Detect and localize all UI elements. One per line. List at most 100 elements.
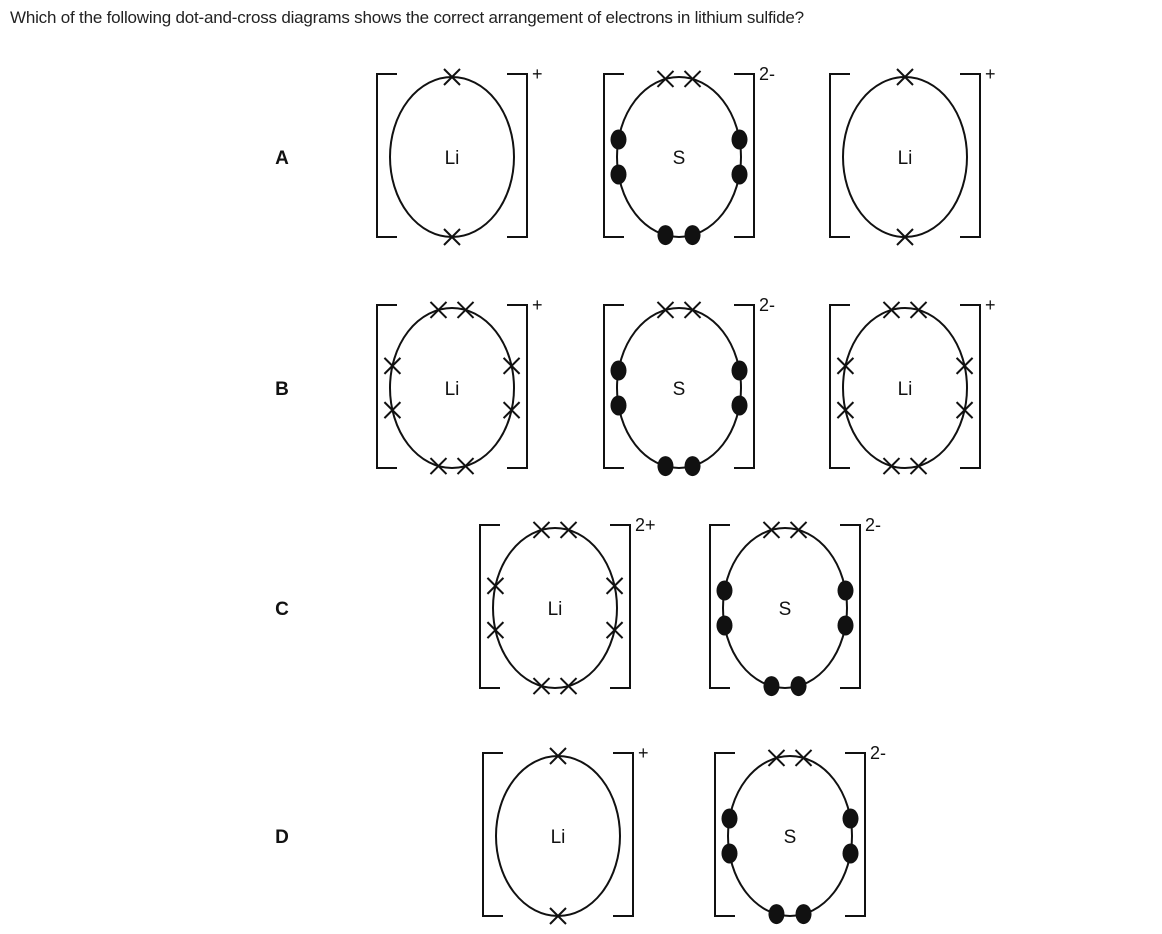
element-symbol: Li: [445, 148, 460, 169]
electron-cross: [656, 301, 675, 319]
lithium-ion: Li +: [829, 64, 996, 246]
element-symbol: Li: [548, 599, 563, 620]
sulfide-ion: S 2-: [714, 743, 886, 925]
electron-dot: [731, 129, 748, 150]
electron-cross: [429, 457, 448, 475]
option-label: B: [275, 379, 289, 400]
element-symbol: S: [784, 827, 797, 848]
electron-cross: [429, 301, 448, 319]
electron-cross: [909, 301, 928, 319]
electron-dot: [657, 225, 674, 246]
left-bracket: [479, 524, 500, 689]
electron-dot: [610, 129, 627, 150]
electron-cross: [656, 70, 675, 88]
lithium-ion: Li +: [376, 64, 543, 246]
element-symbol: Li: [445, 379, 460, 400]
electron-shell: [492, 527, 618, 689]
question-text: Which of the following dot-and-cross dia…: [10, 8, 804, 27]
electron-cross: [443, 68, 461, 86]
electron-dot: [721, 808, 738, 829]
sulfide-ion: S2-: [603, 64, 775, 246]
left-bracket: [376, 73, 397, 238]
right-bracket: [734, 304, 755, 469]
element-symbol: Li: [898, 379, 913, 400]
electron-dot: [716, 580, 733, 601]
element-symbol: S: [673, 379, 686, 400]
electron-cross: [532, 677, 551, 695]
left-bracket: [709, 524, 730, 689]
electron-dot: [842, 808, 859, 829]
electron-dot: [721, 843, 738, 864]
left-bracket: [603, 304, 624, 469]
electron-dot: [768, 904, 785, 925]
electron-cross: [605, 621, 624, 639]
electron-dot: [716, 615, 733, 636]
electron-cross: [486, 621, 505, 639]
electron-dot: [837, 580, 854, 601]
electron-shell: [616, 307, 742, 469]
electron-dot: [795, 904, 812, 925]
left-bracket: [829, 304, 850, 469]
electron-cross: [443, 228, 461, 246]
electron-cross: [794, 749, 813, 767]
left-bracket: [829, 73, 850, 238]
electron-shell: [389, 307, 515, 469]
ion-charge: +: [532, 64, 543, 84]
right-bracket: [840, 524, 861, 689]
electron-shell: [616, 76, 742, 238]
electron-cross: [559, 521, 578, 539]
electron-dot: [610, 395, 627, 416]
electron-cross: [767, 749, 786, 767]
right-bracket: [507, 73, 528, 238]
electron-cross: [683, 70, 702, 88]
right-bracket: [734, 73, 755, 238]
electron-dot: [684, 456, 701, 477]
ion-charge: 2-: [870, 743, 886, 763]
electron-dot: [790, 676, 807, 697]
lithium-ion: Li +: [376, 295, 543, 475]
element-symbol: S: [673, 148, 686, 169]
ion-charge: +: [532, 295, 543, 315]
ion-charge: 2+: [635, 515, 656, 535]
electron-cross: [559, 677, 578, 695]
electron-cross: [502, 357, 521, 375]
left-bracket: [603, 73, 624, 238]
electron-cross: [456, 457, 475, 475]
electron-dot: [731, 360, 748, 381]
option-label: C: [275, 599, 289, 620]
left-bracket: [714, 752, 735, 917]
left-bracket: [482, 752, 503, 917]
ion-charge: +: [985, 64, 996, 84]
electron-dot: [837, 615, 854, 636]
electron-cross: [882, 301, 901, 319]
right-bracket: [845, 752, 866, 917]
element-symbol: Li: [898, 148, 913, 169]
electron-cross: [486, 577, 505, 595]
electron-dot: [657, 456, 674, 477]
electron-cross: [836, 357, 855, 375]
electron-cross: [909, 457, 928, 475]
right-bracket: [610, 524, 631, 689]
right-bracket: [960, 304, 981, 469]
electron-dot: [610, 360, 627, 381]
electron-cross: [605, 577, 624, 595]
right-bracket: [507, 304, 528, 469]
lithium-ion: Li+: [829, 295, 996, 475]
electron-dot: [684, 225, 701, 246]
electron-cross: [955, 401, 974, 419]
electron-dot: [610, 164, 627, 185]
electron-cross: [896, 228, 914, 246]
electron-cross: [502, 401, 521, 419]
electron-cross: [383, 401, 402, 419]
electron-dot: [731, 395, 748, 416]
electron-cross: [762, 521, 781, 539]
electron-cross: [882, 457, 901, 475]
right-bracket: [960, 73, 981, 238]
electron-cross: [896, 68, 914, 86]
right-bracket: [613, 752, 634, 917]
electron-cross: [836, 401, 855, 419]
ion-charge: +: [638, 743, 649, 763]
